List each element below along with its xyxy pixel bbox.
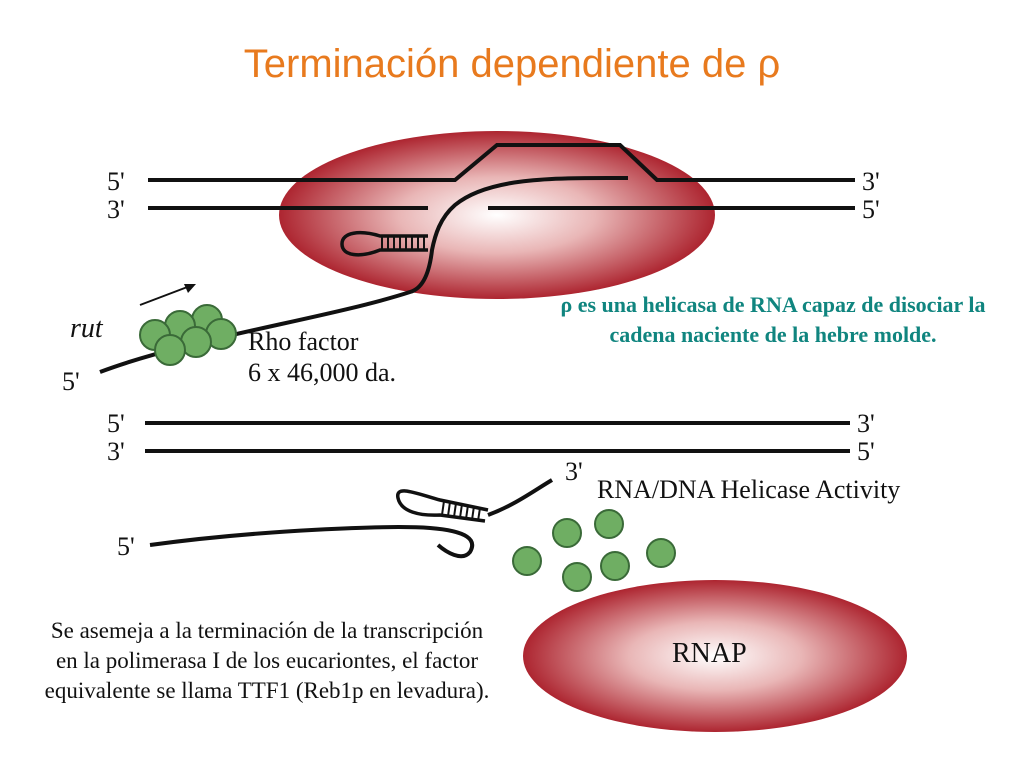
rho-subunit xyxy=(512,546,542,576)
helicase-note: ρ es una helicasa de RNA capaz de disoci… xyxy=(560,292,986,347)
rnap-ellipse-bottom xyxy=(523,580,907,732)
helicase-activity-label: RNA/DNA Helicase Activity xyxy=(597,475,900,504)
top-5prime-left: 5' xyxy=(107,167,125,196)
hairpin-basepairs-top xyxy=(381,236,425,250)
top-3prime-left: 3' xyxy=(107,195,125,224)
ttf1-note: Se asemeja a la terminación de la transc… xyxy=(44,618,490,703)
bottom-3prime-left: 3' xyxy=(107,437,125,466)
bottom-5prime-left: 5' xyxy=(107,409,125,438)
rna-5prime-bottom: 5' xyxy=(117,532,135,561)
rut-arrowhead xyxy=(184,284,196,293)
rna-hairpin-top xyxy=(340,230,428,257)
rho-hexamer-top xyxy=(139,304,237,366)
rna-hairpin-bottom xyxy=(396,489,489,523)
rna-transcript-top xyxy=(99,175,629,374)
rho-subunits-released xyxy=(512,509,676,592)
released-rna xyxy=(149,525,475,559)
bottom-5prime-right: 5' xyxy=(857,437,875,466)
bottom-3prime-right: 3' xyxy=(857,409,875,438)
rho-subunit xyxy=(154,334,186,366)
rho-subunit xyxy=(594,509,624,539)
rnap-ellipse-top xyxy=(279,131,715,299)
rho-size-label: 6 x 46,000 da. xyxy=(248,358,396,387)
top-3prime-right: 3' xyxy=(862,167,880,196)
rna-3prime-tail xyxy=(487,478,554,517)
rna-5prime-top: 5' xyxy=(62,367,80,396)
top-5prime-right: 5' xyxy=(862,195,880,224)
dna-top-strand xyxy=(148,143,855,182)
rho-subunit xyxy=(646,538,676,568)
rut-label: rut xyxy=(70,313,104,344)
hairpin-basepairs-bottom xyxy=(441,500,481,522)
rna-3prime-bottom: 3' xyxy=(565,457,583,486)
page-title: Terminación dependiente de ρ xyxy=(243,42,781,86)
rho-subunit xyxy=(562,562,592,592)
rut-arrow xyxy=(139,285,191,306)
rnap-label: RNAP xyxy=(672,638,747,669)
rho-factor-label: Rho factor xyxy=(248,327,359,356)
rho-subunit xyxy=(552,518,582,548)
rho-subunit xyxy=(600,551,630,581)
